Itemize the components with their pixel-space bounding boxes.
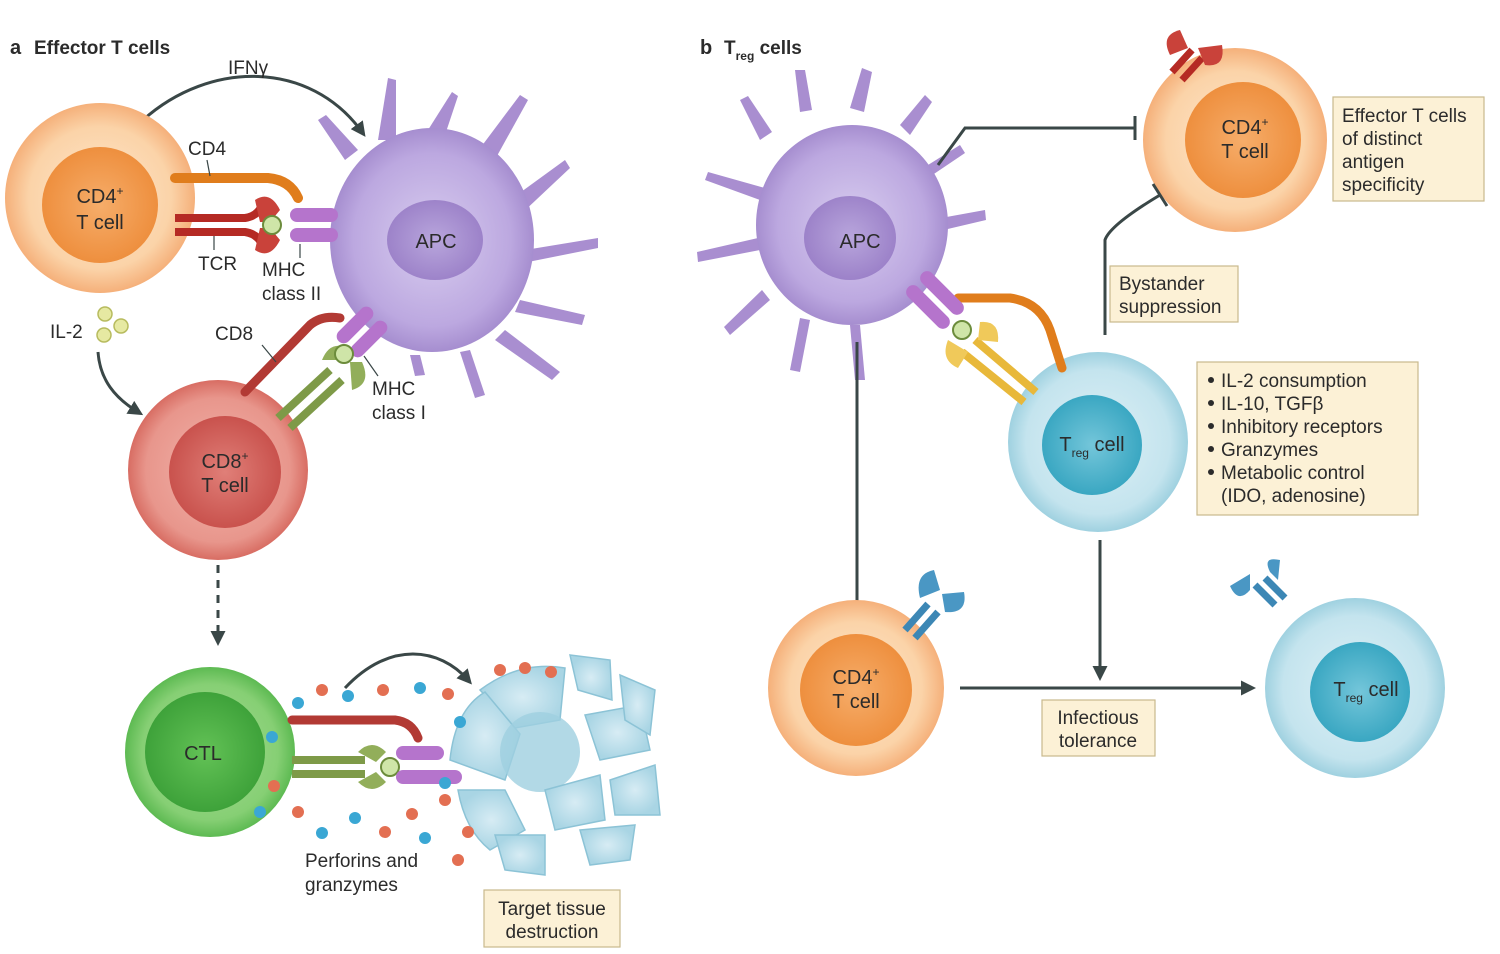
panel-a: a Effector T cells IFNγ APC (5, 37, 661, 948)
mech-5: Metabolic control (1221, 463, 1365, 484)
treg-bottom-sub: reg (1346, 691, 1363, 705)
panel-b-title-sub: reg (736, 49, 755, 63)
tcr-label: TCR (198, 254, 237, 275)
effector-cd4-line2: T cell (1221, 141, 1268, 163)
effector-cd4-cell-top: CD4+ T cell (1143, 48, 1327, 232)
bystander-box: Bystander suppression (1109, 265, 1239, 323)
panel-b: b Treg cells APC (697, 30, 1485, 778)
treg-bottom-main: T (1333, 679, 1345, 701)
effector-box-line2: of distinct (1342, 129, 1423, 150)
infectious-line2: tolerance (1059, 731, 1137, 752)
apc-b-label: APC (839, 231, 880, 253)
perforins-line2: granzymes (305, 875, 398, 896)
bystander-suppression-line (1103, 193, 1161, 335)
mhc2-label-line1: MHC (262, 260, 305, 281)
target-box-line1: Target tissue (498, 899, 606, 920)
effector-box-line4: specificity (1342, 175, 1425, 196)
cd8-label: CD8 (215, 324, 253, 345)
il2-dots (96, 306, 129, 343)
treg-cell-bottom: Treg cell (1265, 598, 1445, 778)
mhc2-label-line2: class II (262, 284, 321, 305)
ctl-receptor-complex (287, 715, 462, 789)
treg-apc-receptor-complex (906, 271, 1067, 406)
panel-b-letter: b (700, 37, 712, 59)
effector-cd4-line1: CD4 (1221, 117, 1261, 139)
il2-arrow (96, 351, 144, 416)
cd4-a-line2: T cell (76, 212, 123, 234)
panel-a-letter: a (10, 37, 22, 59)
mech-1: IL-2 consumption (1221, 371, 1367, 392)
mechanisms-box: IL-2 consumption IL-10, TGFβ Inhibitory … (1196, 361, 1419, 516)
apc-cell-b: APC (697, 68, 986, 380)
cd4-bottom-line1: CD4 (832, 667, 872, 689)
cd8-line2: T cell (201, 475, 248, 497)
svg-text:CD4+: CD4+ (76, 184, 123, 208)
effector-box-line1: Effector T cells (1342, 106, 1467, 127)
panel-b-title-rest: cells (754, 38, 802, 59)
infectious-line1: Infectious (1057, 708, 1138, 729)
target-tissue (449, 654, 661, 876)
mhc1-label-line1: MHC (372, 379, 415, 400)
apc-a-label: APC (415, 231, 456, 253)
treg-cell-middle: Treg cell (1008, 352, 1188, 532)
treg-bottom-rest: cell (1363, 679, 1399, 701)
svg-text:Treg cell: Treg cell (1333, 679, 1398, 705)
treg-bottom-receptor (1230, 559, 1288, 608)
cd8-sup: + (242, 449, 249, 463)
cd4-bottom-receptor (902, 570, 965, 641)
svg-text:CD4+: CD4+ (1221, 115, 1268, 139)
cd4-t-cell-bottom: CD4+ T cell (768, 600, 944, 776)
cd4-t-cell-a: CD4+ T cell (5, 103, 195, 293)
svg-text:CD4+: CD4+ (832, 665, 879, 689)
target-box-line2: destruction (506, 922, 599, 943)
mech-4: Granzymes (1221, 440, 1318, 461)
perforin-granzyme-dots (254, 662, 557, 866)
apc-to-effector-inhibition (936, 126, 1135, 166)
svg-text:Treg cells: Treg cells (724, 38, 802, 63)
cd4-label: CD4 (188, 139, 226, 160)
svg-text:CD8+: CD8+ (201, 449, 248, 473)
mhc-class-i (334, 306, 388, 364)
cd4-bottom-sup: + (873, 665, 880, 679)
mech-6: (IDO, adenosine) (1221, 486, 1366, 507)
bystander-line1: Bystander (1119, 274, 1205, 295)
mhc1-label-line2: class I (372, 403, 426, 424)
perforins-line1: Perforins and (305, 851, 418, 872)
mhc-class-ii (262, 208, 338, 242)
cd4-a-sup: + (117, 184, 124, 198)
target-destruction-box: Target tissue destruction (483, 889, 621, 948)
panel-a-title: Effector T cells (34, 38, 170, 59)
panel-b-title-main: T (724, 38, 736, 59)
ctl-label: CTL (184, 743, 222, 765)
svg-text:Treg cell: Treg cell (1059, 434, 1124, 460)
effector-cd4-sup: + (1262, 115, 1269, 129)
treg-mid-sub: reg (1072, 446, 1089, 460)
ifng-label: IFNγ (228, 58, 269, 79)
treg-mid-main: T (1059, 434, 1071, 456)
il2-label: IL-2 (50, 322, 83, 343)
apc-cell-a: APC (318, 78, 598, 398)
mech-3: Inhibitory receptors (1221, 417, 1383, 438)
ctl-cell: CTL (125, 667, 295, 837)
infectious-tolerance-box: Infectious tolerance (1041, 699, 1156, 757)
ctl-attack-arrow (343, 652, 472, 690)
effector-box-line3: antigen (1342, 152, 1404, 173)
effector-specificity-box: Effector T cells of distinct antigen spe… (1332, 96, 1485, 202)
effector-tcr-top (1166, 30, 1223, 83)
mech-2: IL-10, TGFβ (1221, 394, 1324, 415)
ifng-arrow (142, 74, 366, 137)
cd8-line1: CD8 (201, 451, 241, 473)
bystander-line2: suppression (1119, 297, 1221, 318)
cd8-t-cell: CD8+ T cell (128, 380, 308, 560)
cd4-bottom-line2: T cell (832, 691, 879, 713)
treg-mid-rest: cell (1089, 434, 1125, 456)
cd4-a-line1: CD4 (76, 186, 116, 208)
cd8-coreceptor (240, 312, 345, 397)
cd4-coreceptor (170, 173, 303, 203)
